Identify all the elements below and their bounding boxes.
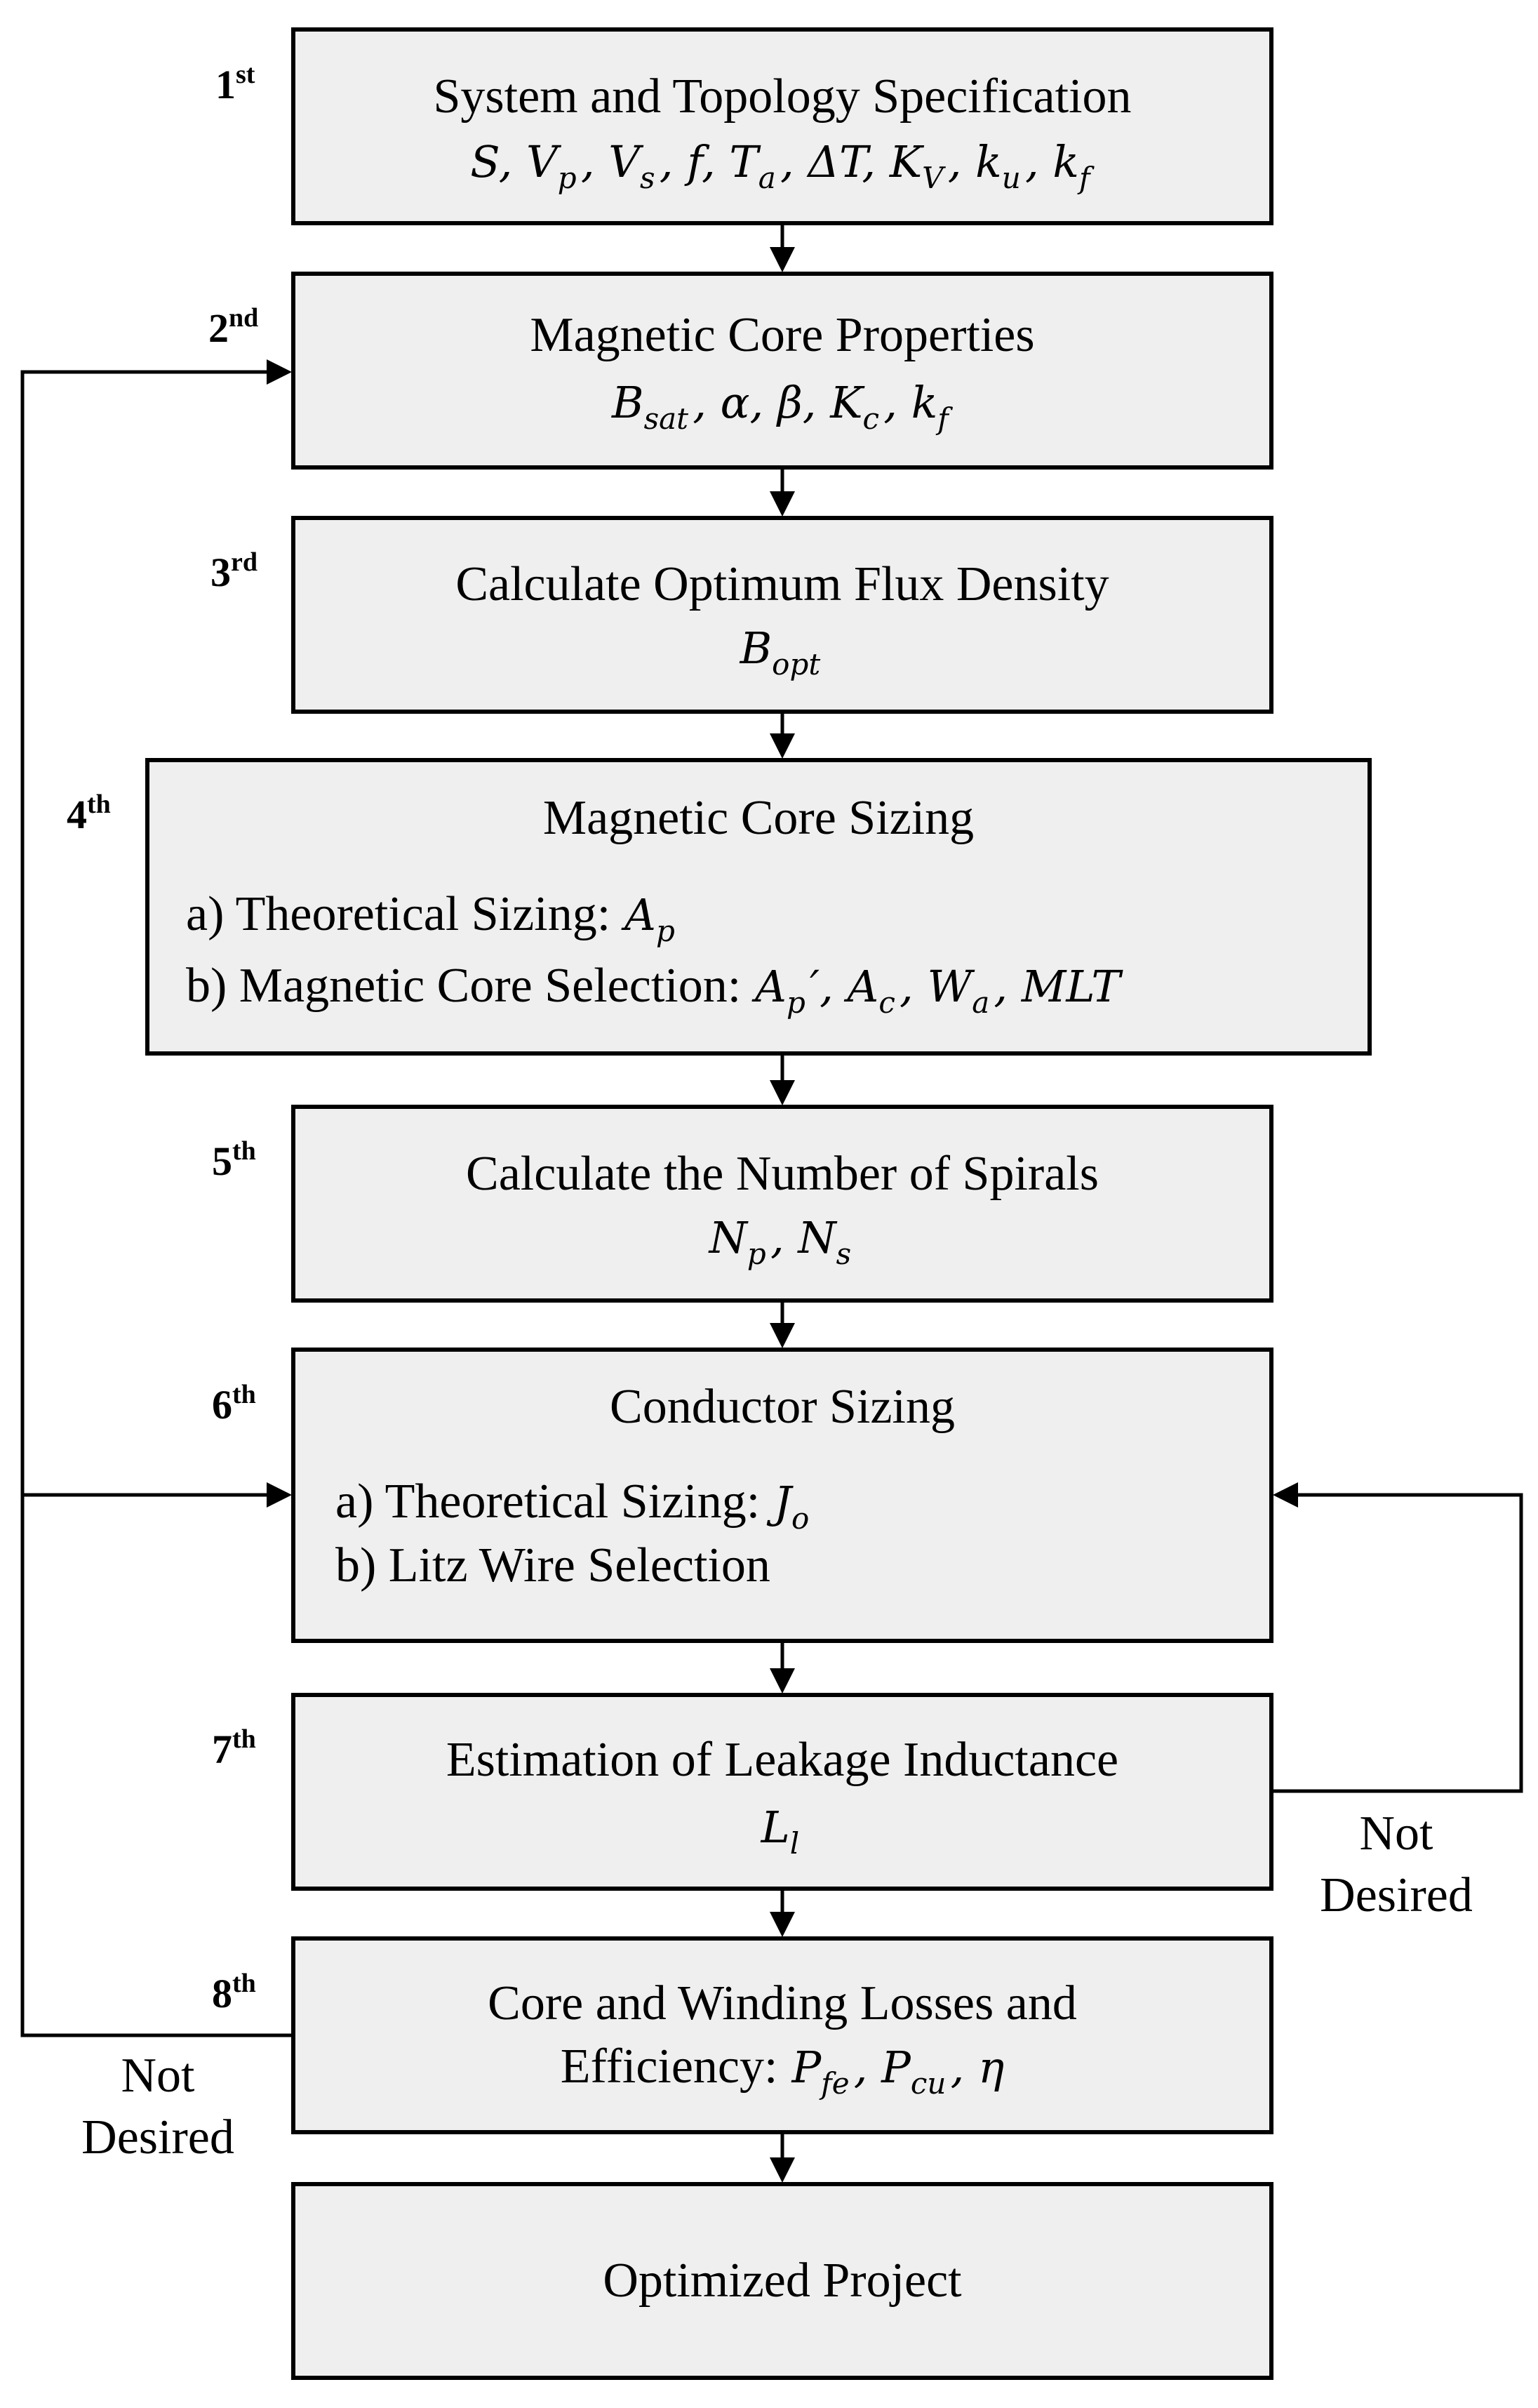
down-arrows	[770, 223, 795, 2183]
step-6-item-b: b) Litz Wire Selection	[335, 1538, 770, 1592]
step-4-ordinal: 4th	[67, 790, 111, 837]
step-2-ordinal: 2nd	[208, 303, 258, 351]
step-7-title: Estimation of Leakage Inductance	[446, 1733, 1118, 1787]
step-4-title: Magnetic Core Sizing	[543, 791, 974, 845]
step-3-box	[291, 516, 1273, 714]
step-8-title: Core and Winding Losses and	[488, 1976, 1077, 2030]
step-3-math: Bopt	[740, 623, 825, 681]
feedback-loop-left	[20, 359, 293, 2037]
step-8-box	[291, 1936, 1273, 2134]
step-1-box	[291, 27, 1273, 225]
step-6-box	[291, 1348, 1273, 1643]
step-1-ordinal: 1st	[215, 60, 255, 107]
final-title: Optimized Project	[603, 2254, 962, 2308]
step-5-math: Np , Ns	[708, 1212, 856, 1271]
step-8-ordinal: 8th	[212, 1969, 256, 2016]
step-6-ordinal: 6th	[212, 1380, 256, 1428]
step-7-box	[291, 1693, 1273, 1891]
step-7-ordinal: 7th	[212, 1724, 256, 1772]
feedback-loop-right	[1271, 1482, 1523, 1793]
step-7-math: Ll	[761, 1802, 804, 1861]
step-4-box	[145, 758, 1372, 1056]
step-1-math: S, Vp , Vs , f, Ta , ΔT, KV , ku , kf	[470, 136, 1095, 195]
step-4-item-b: b) Magnetic Core Selection:Ap ′, Ac , Wa…	[186, 959, 1123, 1020]
step-1-title: System and Topology Specification	[433, 69, 1131, 124]
step-5-box	[291, 1105, 1273, 1303]
step-2-title: Magnetic Core Properties	[530, 308, 1034, 362]
step-8-line2: Efficiency:Pfe , Pcu , η	[561, 2040, 1004, 2101]
step-5-title: Calculate the Number of Spirals	[466, 1147, 1099, 1201]
step-5-ordinal: 5th	[212, 1136, 256, 1184]
step-2-math: Bsat , α, β, Kc , kf	[611, 377, 953, 436]
step-6-title: Conductor Sizing	[610, 1380, 955, 1434]
step-2-box	[291, 272, 1273, 470]
step-6-item-a: a) Theoretical Sizing:Jo	[335, 1475, 814, 1536]
step-3-title: Calculate Optimum Flux Density	[455, 557, 1109, 611]
final-box	[291, 2182, 1273, 2380]
step-3-ordinal: 3rd	[210, 547, 258, 595]
step-4-item-a: a) Theoretical Sizing:Ap	[186, 887, 679, 948]
